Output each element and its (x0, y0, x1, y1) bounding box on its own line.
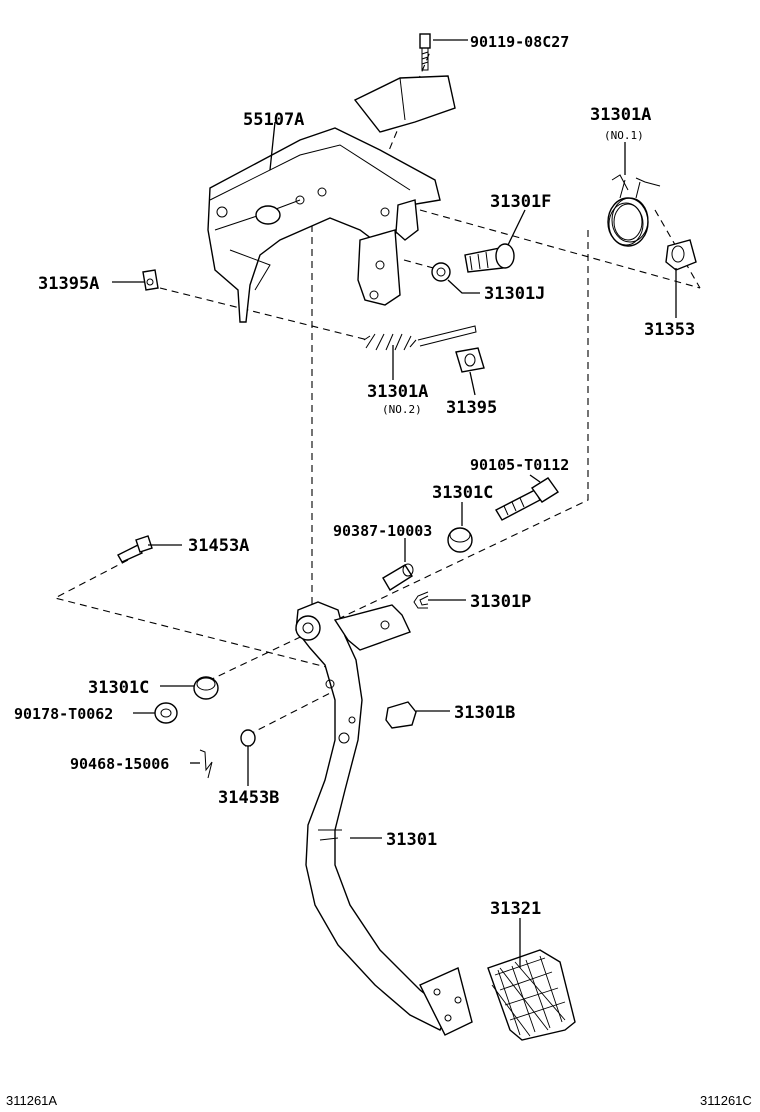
label-31453b: 31453B (218, 788, 279, 808)
bolt-31301F (464, 243, 515, 273)
label-90387-10003: 90387-10003 (333, 522, 432, 540)
bolt-90119 (419, 33, 431, 71)
label-90468-15006: 90468-15006 (70, 755, 169, 773)
clip-31301P (413, 591, 429, 609)
label-31301a-no1: 31301A (590, 105, 651, 125)
label-31301b: 31301B (454, 703, 515, 723)
stud-31453B (240, 729, 256, 747)
label-31301f: 31301F (490, 192, 551, 212)
bolt-90105 (495, 477, 560, 521)
bushing-31301C-left (193, 676, 219, 700)
label-31321: 31321 (490, 899, 541, 919)
bushing-31301C-top (447, 527, 473, 553)
nut-90178 (154, 702, 178, 724)
cushion-31353 (665, 239, 697, 271)
cushion-31301B (385, 701, 417, 729)
label-31301c-left: 31301C (88, 678, 149, 698)
pedal-pad-31321 (487, 949, 576, 1041)
torsion-spring-31301A-no1 (607, 174, 661, 247)
label-90178-t0062: 90178-T0062 (14, 705, 113, 723)
stud-31453A (117, 535, 153, 563)
label-90119-08c27: 90119-08C27 (470, 33, 569, 51)
label-31301p: 31301P (470, 592, 531, 612)
clip-90468 (199, 749, 213, 779)
label-31395a: 31395A (38, 274, 99, 294)
clip-31395A (142, 269, 159, 291)
footer-left-code: 311261A (6, 1093, 57, 1108)
label-90105-t0112: 90105-T0112 (470, 456, 569, 474)
pin-90387 (382, 563, 414, 591)
label-31301a-no2: 31301A (367, 382, 428, 402)
pedal-bracket-55107A (207, 127, 441, 323)
clip-31395 (455, 347, 485, 373)
label-31301c-top: 31301C (432, 483, 493, 503)
label-31353: 31353 (644, 320, 695, 340)
footer-right-code: 311261C (700, 1093, 752, 1108)
pedal-lever-31301 (295, 601, 473, 1036)
collar-31301J (431, 262, 451, 282)
label-31301a-no1-sub: (NO.1) (604, 129, 644, 142)
label-31301a-no2-sub: (NO.2) (382, 403, 422, 416)
label-31301j: 31301J (484, 284, 545, 304)
leader-lines (112, 39, 677, 968)
label-31453a: 31453A (188, 536, 249, 556)
label-55107a: 55107A (243, 110, 304, 130)
label-31395: 31395 (446, 398, 497, 418)
part-labels: 90119-08C27 55107A 31301A (NO.1) 31301F … (14, 33, 695, 919)
label-31301: 31301 (386, 830, 437, 850)
stop-plate (353, 75, 456, 133)
return-spring-31301A-no2 (363, 325, 477, 351)
